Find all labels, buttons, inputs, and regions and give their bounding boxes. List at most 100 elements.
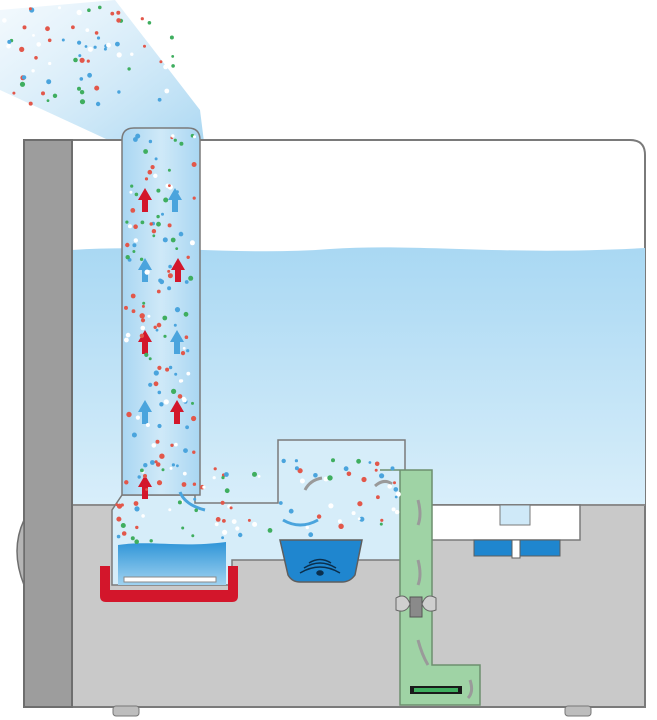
droplet: [125, 242, 130, 248]
droplet: [129, 190, 133, 194]
blue-arrow-icon: [138, 400, 152, 424]
droplet: [180, 379, 184, 383]
droplet: [143, 44, 146, 48]
droplet: [167, 273, 173, 279]
droplet: [346, 471, 352, 477]
droplet: [2, 18, 7, 23]
droplet: [192, 482, 197, 486]
droplet: [31, 69, 35, 73]
droplet: [192, 450, 196, 454]
mist-outlet-column: [121, 127, 201, 496]
droplet: [194, 508, 198, 513]
droplet: [85, 28, 90, 32]
droplet: [327, 475, 333, 481]
droplet: [368, 461, 372, 464]
droplet: [140, 325, 146, 331]
droplet: [163, 64, 169, 70]
droplet: [191, 162, 197, 167]
droplet: [308, 532, 314, 538]
droplet: [180, 351, 186, 356]
droplet: [394, 509, 400, 515]
ultrasonic-transducer: [279, 539, 363, 583]
droplet: [21, 75, 27, 80]
droplet: [155, 328, 159, 332]
droplet: [106, 42, 111, 48]
gray-curve-arrow-icon: [416, 499, 422, 526]
droplet: [84, 45, 88, 48]
droplet: [134, 192, 139, 197]
droplet: [131, 309, 136, 314]
droplet: [351, 511, 356, 516]
droplet: [182, 397, 187, 403]
red-arrow-icon: [138, 188, 152, 212]
droplet: [175, 190, 179, 194]
droplet: [305, 525, 309, 530]
droplet: [294, 466, 299, 471]
droplet: [159, 402, 164, 407]
droplet: [387, 484, 393, 489]
droplet: [73, 57, 78, 63]
droplet: [181, 526, 185, 530]
droplet: [161, 468, 165, 472]
droplet: [357, 517, 361, 521]
droplet: [171, 388, 177, 394]
droplet: [22, 25, 27, 30]
mist-droplets: [2, 5, 401, 544]
droplet: [380, 518, 384, 522]
droplet: [337, 519, 342, 524]
foot-right: [564, 705, 592, 717]
droplet: [155, 439, 160, 444]
droplet: [95, 101, 101, 107]
droplet: [313, 473, 318, 478]
droplet: [140, 468, 144, 473]
droplet: [150, 460, 155, 465]
droplet: [156, 289, 161, 294]
droplet: [186, 371, 191, 376]
droplet: [77, 40, 82, 45]
droplet: [110, 11, 115, 16]
droplet: [167, 269, 171, 273]
droplet: [252, 471, 257, 477]
droplet: [184, 280, 189, 284]
droplet: [150, 165, 155, 170]
droplet: [144, 352, 149, 357]
droplet: [94, 85, 100, 91]
sump-water: [118, 542, 226, 585]
droplet: [186, 349, 190, 353]
droplet: [134, 539, 139, 544]
droplet: [167, 223, 172, 228]
droplet: [148, 357, 152, 361]
droplet: [79, 90, 85, 95]
droplet: [178, 231, 184, 237]
droplet: [156, 214, 160, 219]
tank-water: [72, 247, 645, 506]
droplet: [156, 221, 161, 227]
heating-element: [100, 566, 238, 602]
droplet: [124, 305, 128, 310]
droplet: [252, 521, 258, 527]
droplet: [153, 370, 159, 376]
droplet: [148, 382, 153, 387]
droplet: [338, 523, 344, 529]
blue-curve-arrow-icon: [178, 491, 206, 512]
droplet: [343, 466, 349, 472]
droplet: [163, 399, 169, 405]
droplet: [19, 81, 26, 87]
droplet: [191, 415, 197, 422]
droplet: [299, 478, 305, 484]
droplet: [127, 67, 131, 71]
droplet: [215, 517, 221, 522]
droplet: [140, 17, 144, 21]
droplet: [212, 476, 216, 480]
droplet: [76, 9, 82, 16]
droplet: [393, 481, 396, 485]
droplet: [170, 443, 174, 447]
droplet: [374, 461, 380, 467]
droplet: [46, 99, 50, 102]
droplet: [374, 468, 378, 472]
droplet: [7, 39, 12, 44]
droplet: [184, 335, 189, 340]
droplet: [6, 43, 11, 49]
droplet: [117, 90, 121, 94]
droplet: [168, 184, 171, 188]
